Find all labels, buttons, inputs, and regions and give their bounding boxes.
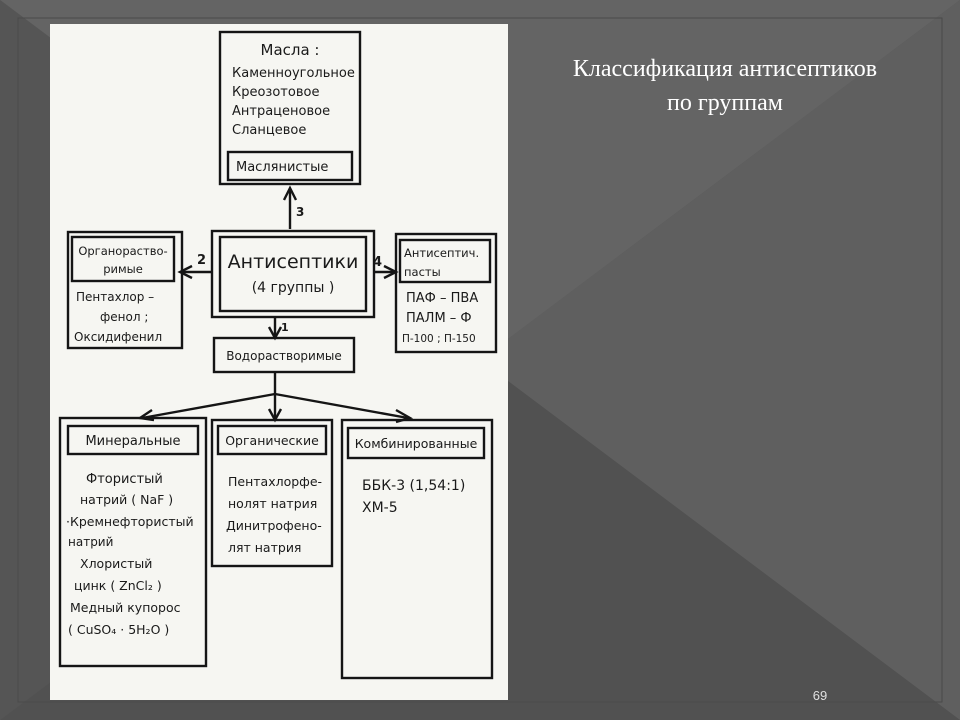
center-box-inner <box>218 235 368 313</box>
organo-label-line2: римые <box>103 262 143 276</box>
organo-item: Пентахлор – <box>76 290 154 304</box>
slide-title-line1: Классификация антисептиков <box>572 56 878 82</box>
oil-item: Антраценовое <box>232 104 330 119</box>
oils-box <box>218 30 362 186</box>
pastes-box <box>394 232 498 354</box>
mineral-item: натрий ( NaF ) <box>80 492 173 507</box>
organic-label-box <box>216 424 328 456</box>
oily-group-label: Маслянистые <box>236 160 328 175</box>
organo-label-box <box>70 235 176 283</box>
mineral-box <box>58 416 208 668</box>
mineral-item: цинк ( ZnCl₂ ) <box>74 578 162 593</box>
mineral-label-box <box>66 424 200 456</box>
combined-item: ХМ-5 <box>362 500 398 516</box>
oil-item: Каменноугольное <box>232 66 355 81</box>
organo-box <box>66 230 184 350</box>
arrow-number-1: 1 <box>281 321 289 334</box>
organic-item: лят натрия <box>228 540 301 555</box>
oils-heading: Масла : <box>261 41 320 59</box>
mineral-item: ·Кремнефтористый <box>66 514 194 529</box>
combined-box <box>340 418 494 680</box>
classification-diagram: Масла : Каменноугольное Креозотовое Антр… <box>58 30 498 680</box>
center-title: Антисептики <box>228 251 359 273</box>
center-subtitle: (4 группы ) <box>252 280 335 296</box>
page-number: 69 <box>812 688 828 703</box>
mineral-item: ( CuSO₄ · 5H₂O ) <box>68 622 169 637</box>
pastes-label-line2: пасты <box>404 265 441 279</box>
organic-item: нолят натрия <box>228 496 317 511</box>
pastes-label-line1: Антисептич. <box>404 246 479 260</box>
pastes-label-box <box>398 238 492 284</box>
mineral-item: Медный купорос <box>70 600 181 615</box>
oil-item: Сланцевое <box>232 123 306 138</box>
organic-label: Органические <box>225 433 319 448</box>
pastes-item: ПАЛМ – Ф <box>406 311 472 326</box>
arrow-number-4: 4 <box>373 255 382 270</box>
pastes-item: П-100 ; П-150 <box>402 333 476 345</box>
arrow-number-2: 2 <box>197 253 206 268</box>
organic-box <box>210 418 334 568</box>
organo-item: Оксидифенил <box>74 330 162 344</box>
organic-item: Динитрофено- <box>226 518 322 533</box>
organic-item: Пентахлорфе- <box>228 474 322 489</box>
organo-label-line1: Органораство- <box>78 244 167 258</box>
slide-title-line2: по группам <box>667 90 783 116</box>
slide-title: Классификация антисептиков по группам <box>520 52 930 120</box>
combined-label: Комбинированные <box>355 436 478 451</box>
water-soluble-box <box>212 336 356 374</box>
organo-item: фенол ; <box>100 310 148 324</box>
diagram-scan: Масла : Каменноугольное Креозотовое Антр… <box>50 24 508 700</box>
combined-item: ББК-3 (1,54:1) <box>362 478 465 494</box>
oily-group-box <box>226 150 354 182</box>
combined-label-box <box>346 426 486 460</box>
arrow-number-3: 3 <box>296 205 304 219</box>
water-soluble-label: Водорастворимые <box>226 349 342 363</box>
mineral-item: Фтористый <box>86 472 163 487</box>
center-box-outer <box>210 229 376 319</box>
pastes-item: ПАФ – ПВА <box>406 291 478 306</box>
mineral-item: Хлористый <box>80 556 152 571</box>
mineral-item: натрий <box>68 535 113 549</box>
oil-item: Креозотовое <box>232 85 319 100</box>
mineral-label: Минеральные <box>85 434 180 449</box>
